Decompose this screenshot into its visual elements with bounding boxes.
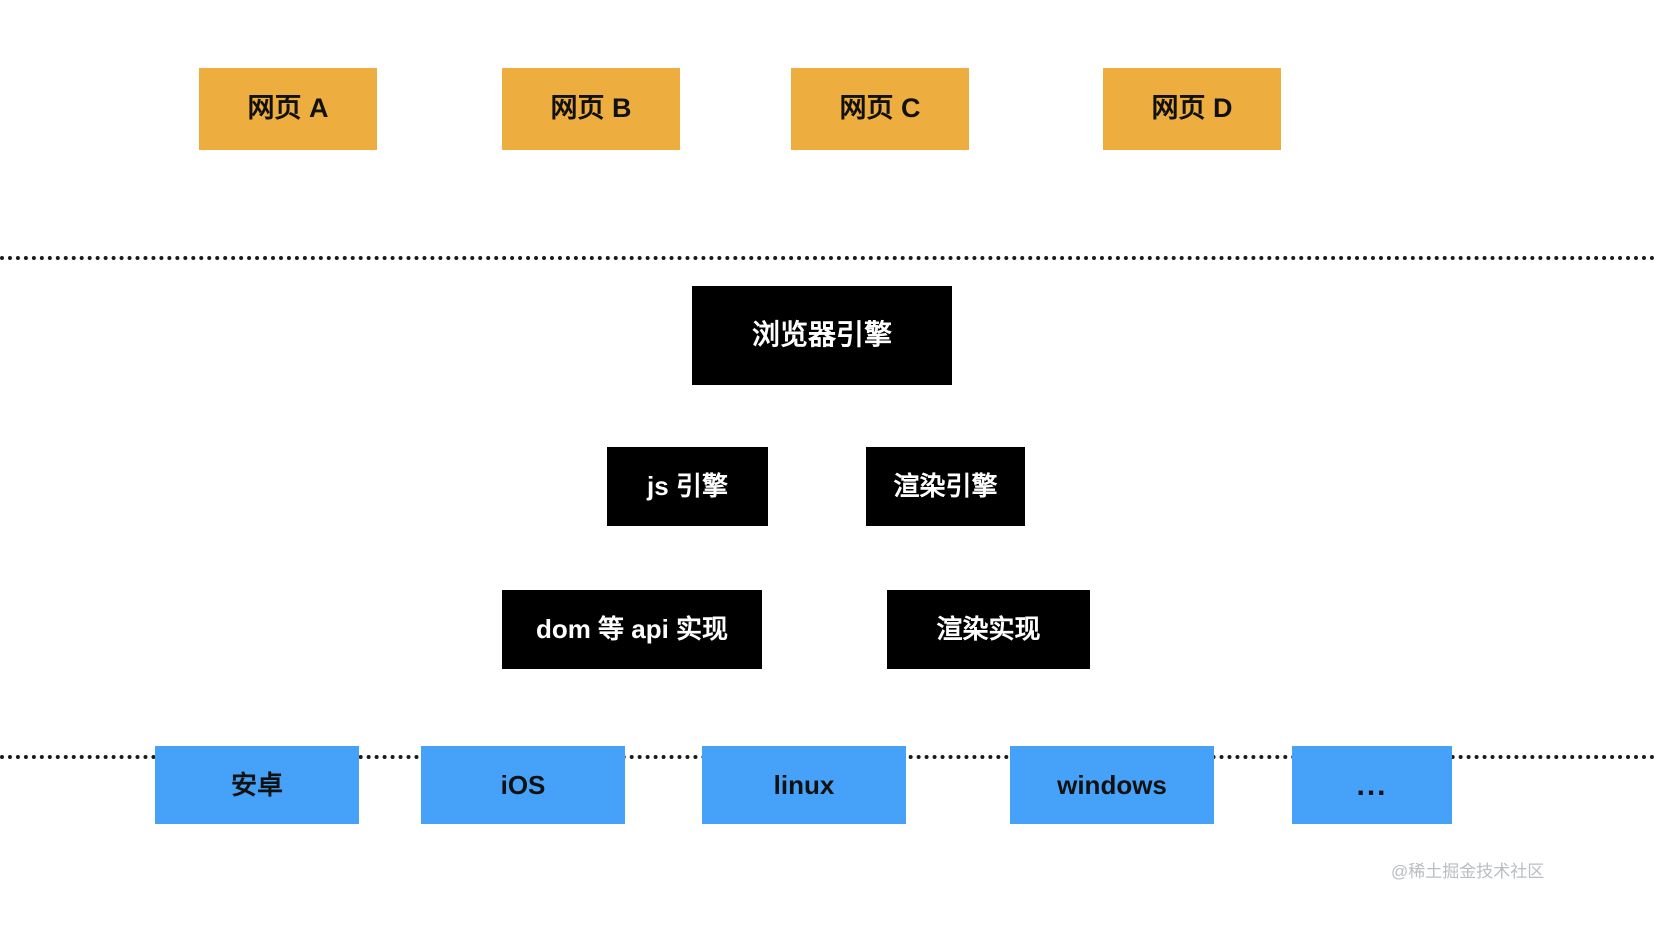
dom-api-impl-label: dom 等 api 实现 <box>535 614 729 645</box>
page-box-a[interactable]: 网页 A <box>199 68 377 150</box>
render-engine-label: 渲染引擎 <box>893 471 998 502</box>
os-box-windows-label: windows <box>1057 769 1167 800</box>
page-box-a-label: 网页 A <box>247 93 329 124</box>
render-engine-box[interactable]: 渲染引擎 <box>866 447 1025 526</box>
js-engine-box[interactable]: js 引擎 <box>607 447 768 526</box>
render-impl-box[interactable]: 渲染实现 <box>887 590 1090 669</box>
browser-engine-box[interactable]: 浏览器引擎 <box>692 286 952 385</box>
watermark: @稀土掘金技术社区 <box>1391 862 1545 881</box>
render-impl-label: 渲染实现 <box>936 614 1041 645</box>
os-box-linux-label: linux <box>773 769 835 800</box>
page-box-d[interactable]: 网页 D <box>1103 68 1281 150</box>
js-engine-label: js 引擎 <box>647 471 728 502</box>
os-box-android-label: 安卓 <box>230 769 283 800</box>
os-box-linux[interactable]: linux <box>702 746 906 824</box>
pages-engine-divider <box>0 256 1656 260</box>
os-box-ios-label: iOS <box>500 769 546 800</box>
browser-engine-label: 浏览器引擎 <box>751 319 892 351</box>
os-box-more[interactable]: ... <box>1292 746 1452 824</box>
dom-api-impl-box[interactable]: dom 等 api 实现 <box>502 590 762 669</box>
os-box-more-label: ... <box>1356 768 1388 802</box>
os-box-ios[interactable]: iOS <box>421 746 625 824</box>
page-box-c[interactable]: 网页 C <box>791 68 969 150</box>
page-box-b[interactable]: 网页 B <box>502 68 680 150</box>
os-box-android[interactable]: 安卓 <box>155 746 359 824</box>
page-box-b-label: 网页 B <box>550 93 632 124</box>
page-box-d-label: 网页 D <box>1151 93 1233 124</box>
page-box-c-label: 网页 C <box>839 93 921 124</box>
os-box-windows[interactable]: windows <box>1010 746 1214 824</box>
